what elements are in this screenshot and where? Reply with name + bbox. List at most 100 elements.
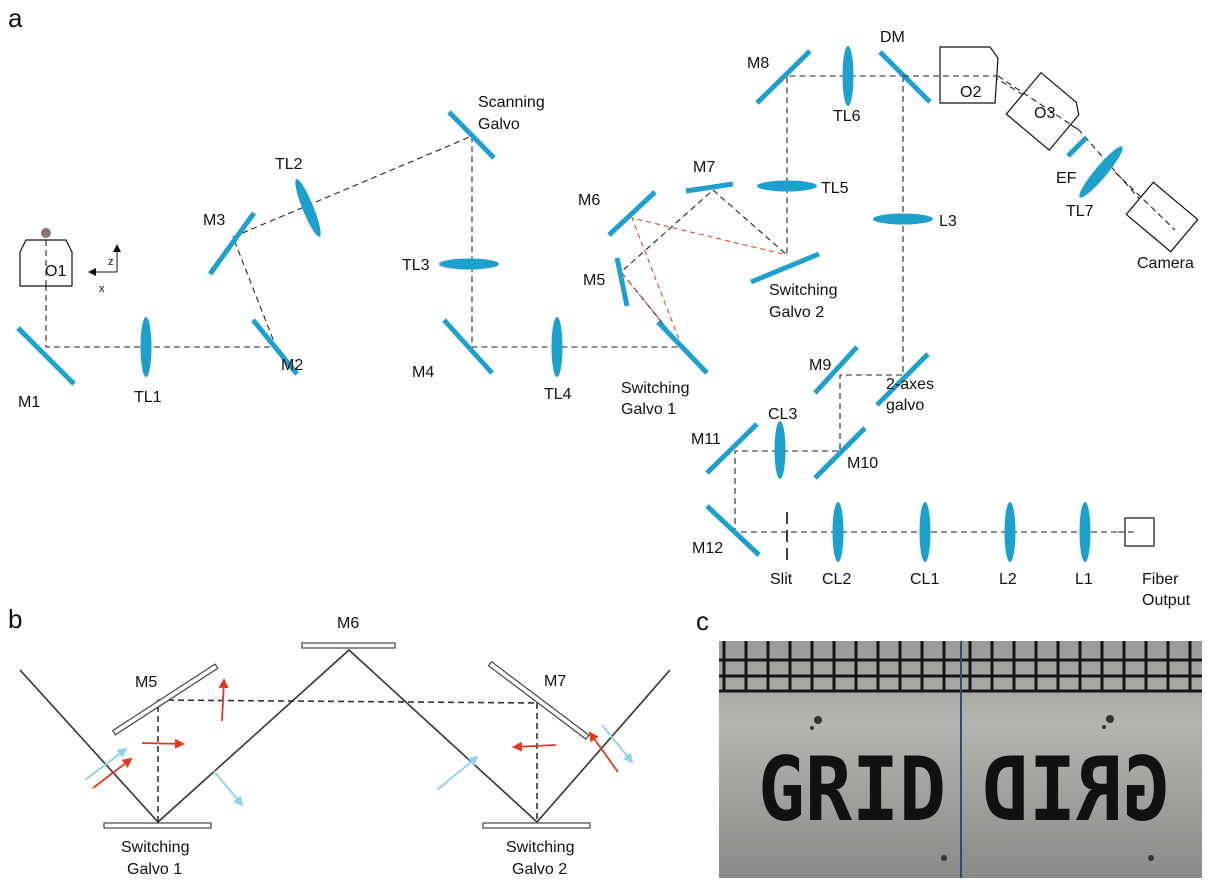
label-scanning-2: Galvo xyxy=(478,116,520,133)
scanning-galvo-mirror xyxy=(447,110,496,160)
label-tl1: TL1 xyxy=(134,389,162,406)
label-tl6: TL6 xyxy=(833,108,861,125)
alt-beam-path xyxy=(620,217,788,348)
label-b-m5: M5 xyxy=(135,674,157,691)
dichroic-mirror xyxy=(878,50,932,104)
label-slit: Slit xyxy=(770,571,793,588)
beam-through-objectives xyxy=(45,75,1176,533)
arrow-red-1 xyxy=(92,757,133,789)
lens-l3 xyxy=(873,213,933,225)
label-m3: M3 xyxy=(203,212,225,229)
label-l2: L2 xyxy=(999,571,1017,588)
label-fiber-2: Output xyxy=(1142,592,1191,609)
mirror-m5 xyxy=(614,257,630,307)
label-o2: O2 xyxy=(960,84,981,101)
switching-galvo-2-plate xyxy=(482,822,591,829)
lens-tl6 xyxy=(842,46,854,106)
lens-cl2 xyxy=(832,502,844,562)
debris xyxy=(810,715,1154,861)
mirror-m7 xyxy=(685,181,734,194)
label-l1: L1 xyxy=(1075,571,1093,588)
label-m11: M11 xyxy=(691,431,721,448)
label-o3: O3 xyxy=(1034,105,1055,122)
label-m9: M9 xyxy=(809,357,831,374)
mirror-m9 xyxy=(813,345,859,395)
label-axis-z: z xyxy=(108,256,114,268)
arrow-lightblue-3 xyxy=(436,755,479,791)
mirror-m6 xyxy=(607,190,657,237)
lens-tl4 xyxy=(551,317,563,377)
label-m2: M2 xyxy=(281,357,303,374)
label-b-sg2-2: Galvo 2 xyxy=(512,861,567,878)
microscope-image: GRID GRID xyxy=(719,641,1202,878)
mirror-m10 xyxy=(813,426,867,480)
label-m10: M10 xyxy=(847,455,878,472)
label-m12: M12 xyxy=(692,540,723,557)
label-m6: M6 xyxy=(578,192,600,209)
lens-cl1 xyxy=(919,502,931,562)
mirror-m6-plate xyxy=(301,642,396,649)
switching-galvo-1-plate xyxy=(103,822,212,829)
objective-o3 xyxy=(1005,71,1080,151)
lens-tl2 xyxy=(295,179,321,237)
lens-tl7 xyxy=(1079,146,1123,198)
grid-text-right-mirrored: GRID xyxy=(982,738,1170,841)
label-tl7: TL7 xyxy=(1066,203,1094,220)
label-camera: Camera xyxy=(1137,255,1194,272)
lens-cl3 xyxy=(774,421,786,479)
label-m8: M8 xyxy=(747,55,769,72)
mirror-m2 xyxy=(251,318,299,376)
label-tl5: TL5 xyxy=(821,180,849,197)
label-b-m6: M6 xyxy=(337,615,359,632)
panel-a-label: a xyxy=(8,3,23,33)
arrow-red-4 xyxy=(512,741,557,752)
label-m1: M1 xyxy=(18,394,40,411)
arrow-lightblue-1 xyxy=(84,747,128,781)
label-o1: O1 xyxy=(45,263,66,280)
label-b-sg2-1: Switching xyxy=(506,839,574,856)
label-fiber-1: Fiber xyxy=(1142,571,1179,588)
label-tl2: TL2 xyxy=(275,156,303,173)
mirror-m8 xyxy=(755,49,812,105)
panel-c-label: c xyxy=(696,606,709,636)
mirror-m4 xyxy=(442,318,494,375)
mirror-m5-plate xyxy=(111,663,219,736)
label-b-sg1-2: Galvo 1 xyxy=(127,861,182,878)
label-cl1: CL1 xyxy=(910,571,939,588)
lens-tl1 xyxy=(140,317,152,377)
lens-tl5 xyxy=(757,180,817,192)
emission-filter xyxy=(1066,136,1088,158)
lens-tl3 xyxy=(439,258,499,270)
label-sg2-2: Galvo 2 xyxy=(769,304,824,321)
switching-galvo-2-mirror xyxy=(750,251,820,285)
label-tl3: TL3 xyxy=(402,257,430,274)
mirror-m3 xyxy=(207,211,257,276)
label-m5: M5 xyxy=(583,272,605,289)
arrow-lightblue-2 xyxy=(212,769,244,807)
panel-b-dashed xyxy=(157,699,538,822)
label-l3: L3 xyxy=(939,213,957,230)
axes-indicator xyxy=(88,244,121,276)
mirror-m12 xyxy=(705,504,761,557)
lens-l2 xyxy=(1004,502,1016,562)
label-2axes-1: 2-axes xyxy=(886,376,934,393)
label-scanning-1: Scanning xyxy=(478,94,545,111)
arrow-red-5 xyxy=(588,731,619,773)
arrow-red-3 xyxy=(218,678,229,722)
arrow-red-2 xyxy=(141,738,185,749)
two-axes-galvo-mirror xyxy=(875,352,930,407)
panel-b-beams xyxy=(19,648,671,824)
label-b-sg1-1: Switching xyxy=(121,839,189,856)
beam-paths xyxy=(45,75,1151,533)
label-cl3: CL3 xyxy=(768,406,797,423)
label-sg2-1: Switching xyxy=(769,282,837,299)
grid-text-left: GRID xyxy=(758,738,946,841)
label-b-m7: M7 xyxy=(544,673,566,690)
label-m4: M4 xyxy=(412,364,434,381)
mirror-m7-plate xyxy=(487,660,590,740)
label-tl4: TL4 xyxy=(544,386,572,403)
label-m7: M7 xyxy=(693,159,715,176)
label-axis-x: x xyxy=(99,283,105,295)
